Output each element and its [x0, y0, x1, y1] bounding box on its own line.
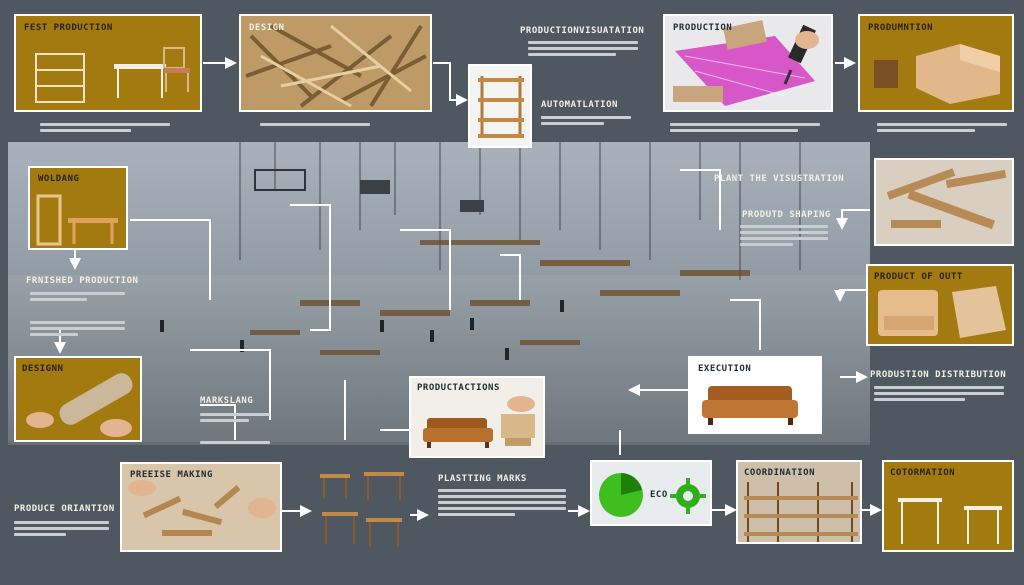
stage-card-welding: WOLDANG — [28, 166, 128, 250]
stage-label: DESIGN — [249, 23, 285, 33]
chair-icon — [163, 47, 190, 92]
stage-label: PRODUMNTION — [868, 23, 934, 33]
stage-card-first-production: FEST PRODUCTION — [14, 14, 202, 112]
chair-icon — [501, 396, 535, 446]
caption-first-production — [40, 120, 170, 135]
stage-label: EXECUTION — [698, 364, 752, 374]
stage-card-design-top: DESIGN — [239, 14, 432, 112]
cutting-pattern-image — [673, 20, 815, 106]
stage-card-coordination: COORDINATION — [736, 460, 862, 544]
stage-label: PREEISE MAKING — [130, 470, 213, 480]
stage-label: PRODUCTION — [673, 23, 733, 33]
stage-label-automation: AUTOMATLATION — [541, 100, 618, 110]
stage-card-productions-center: PRODUCTACTIONS — [409, 376, 545, 458]
stage-card-eco: ECO — [590, 460, 712, 526]
caption-product-shaping — [740, 222, 828, 249]
pie-chart-icon — [599, 473, 643, 517]
caption-finished-production — [30, 289, 125, 304]
table-icon — [114, 64, 166, 98]
blueprint-roll-image — [26, 373, 133, 437]
stage-card-wood-parts — [874, 158, 1014, 246]
caption-marking-detail — [200, 438, 270, 447]
caption-marking — [200, 410, 270, 425]
caption-planting-marks — [438, 486, 566, 519]
caption-automation — [541, 113, 631, 128]
armchair-image — [878, 286, 1006, 338]
wood-pile-image — [241, 16, 430, 110]
stage-card-precise-making: PREEISE MAKING — [120, 462, 282, 552]
stage-label-finished-production: FRNISHED PRODUCTION — [26, 276, 139, 286]
stage-card-cotomation: COTORMATION — [882, 460, 1014, 552]
stage-card-designs-left: DESIGNN — [14, 356, 142, 442]
stage-label: PRODUCT OF OUTT — [874, 272, 963, 282]
stage-label: WOLDANG — [38, 174, 80, 184]
sofa-icon — [702, 386, 798, 425]
stage-label: ECO — [650, 490, 668, 500]
wood-block-image — [874, 44, 1000, 104]
stage-label-product-shaping: PRODUTD SHAPING — [742, 210, 831, 220]
caption-production-right — [877, 120, 1007, 135]
precise-making-image — [128, 480, 276, 536]
shelf-icon — [36, 194, 118, 246]
stage-card-automation-shelf — [468, 64, 532, 148]
stage-label: DESIGNN — [22, 364, 64, 374]
caption-product-orientation — [14, 518, 109, 539]
shelf-icon — [478, 76, 524, 138]
table-icon — [898, 498, 1002, 544]
stage-label-production-distribution: PRODUSTION DISTRIBUTION — [870, 370, 1007, 380]
stage-label-marking: MARKSLANG — [200, 396, 254, 406]
warehouse-image — [744, 482, 858, 542]
stage-label-production-visualization: PRODUCTIONVISUATATION — [520, 26, 645, 36]
cnc-tool-icon — [783, 24, 819, 85]
caption-production-visualization — [528, 38, 638, 59]
stage-label: PRODUCTACTIONS — [417, 383, 500, 393]
caption-production-top — [670, 120, 820, 135]
stage-card-furniture-parts — [312, 462, 410, 552]
stage-card-execution: EXECUTION — [688, 356, 822, 434]
wood-parts-image — [886, 168, 1007, 230]
stage-label-plant-visualization: PLANT THE VISUSTRATION — [714, 174, 845, 184]
stage-card-production-top: PRODUCTION — [663, 14, 833, 112]
stage-label-planting-marks: PLASTTING MARKS — [438, 474, 527, 484]
stage-label: FEST PRODUCTION — [24, 23, 113, 33]
gear-icon — [670, 478, 706, 514]
shelf-icon — [35, 53, 85, 103]
stage-label-product-orientation: PRODUCE ORIANTION — [14, 504, 115, 514]
table-icon — [320, 472, 404, 546]
stage-label: COTORMATION — [890, 468, 956, 478]
stage-card-product-output: PRODUCT OF OUTT — [866, 264, 1014, 346]
stage-label: COORDINATION — [744, 468, 816, 478]
caption-finished-production-detail — [30, 318, 125, 339]
sofa-icon — [423, 418, 493, 448]
stage-card-production-right: PRODUMNTION — [858, 14, 1014, 112]
caption-production-distribution — [874, 383, 1004, 404]
caption-design-top — [260, 120, 370, 129]
